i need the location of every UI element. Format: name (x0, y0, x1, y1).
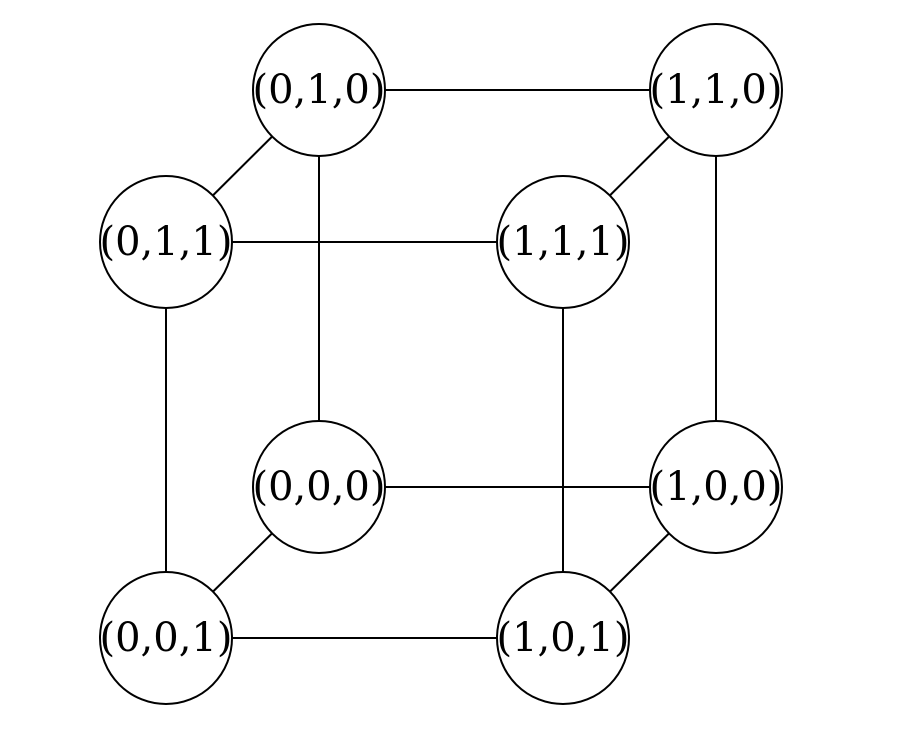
node-0-0-0-circle (252, 420, 386, 554)
node-1-1-0-circle (649, 23, 783, 157)
node-0-0-1-circle (99, 571, 233, 705)
node-1-1-1: (1,1,1) (496, 175, 630, 309)
node-1-0-0-circle (649, 420, 783, 554)
node-0-1-1-circle (99, 175, 233, 309)
node-1-0-0: (1,0,0) (649, 420, 783, 554)
node-0-1-0-label: (0,1,0) (253, 67, 386, 113)
nodes-layer: (0,1,0) (1,1,0) (0,1,1) (1,1,1) (0,0,0) … (99, 23, 783, 705)
node-0-0-1-label: (0,0,1) (100, 615, 233, 661)
node-0-1-1: (0,1,1) (99, 175, 233, 309)
node-1-1-1-circle (496, 175, 630, 309)
node-0-1-0-circle (252, 23, 386, 157)
node-1-0-1-label: (1,0,1) (497, 615, 630, 661)
node-1-1-1-label: (1,1,1) (497, 219, 630, 265)
edge-n110-n111 (609, 135, 670, 197)
edge-n100-n101 (609, 532, 670, 593)
node-1-0-0-label: (1,0,0) (650, 464, 783, 510)
node-1-1-0-label: (1,1,0) (650, 67, 783, 113)
node-1-0-1-circle (496, 571, 630, 705)
node-0-0-0: (0,0,0) (252, 420, 386, 554)
edge-n000-n001 (212, 532, 273, 593)
node-1-0-1: (1,0,1) (496, 571, 630, 705)
node-0-1-0: (0,1,0) (252, 23, 386, 157)
edge-n010-n011 (212, 135, 273, 197)
edges-layer (165, 89, 717, 639)
node-0-0-1: (0,0,1) (99, 571, 233, 705)
node-0-1-1-label: (0,1,1) (100, 219, 233, 265)
node-0-0-0-label: (0,0,0) (253, 464, 386, 510)
node-1-1-0: (1,1,0) (649, 23, 783, 157)
